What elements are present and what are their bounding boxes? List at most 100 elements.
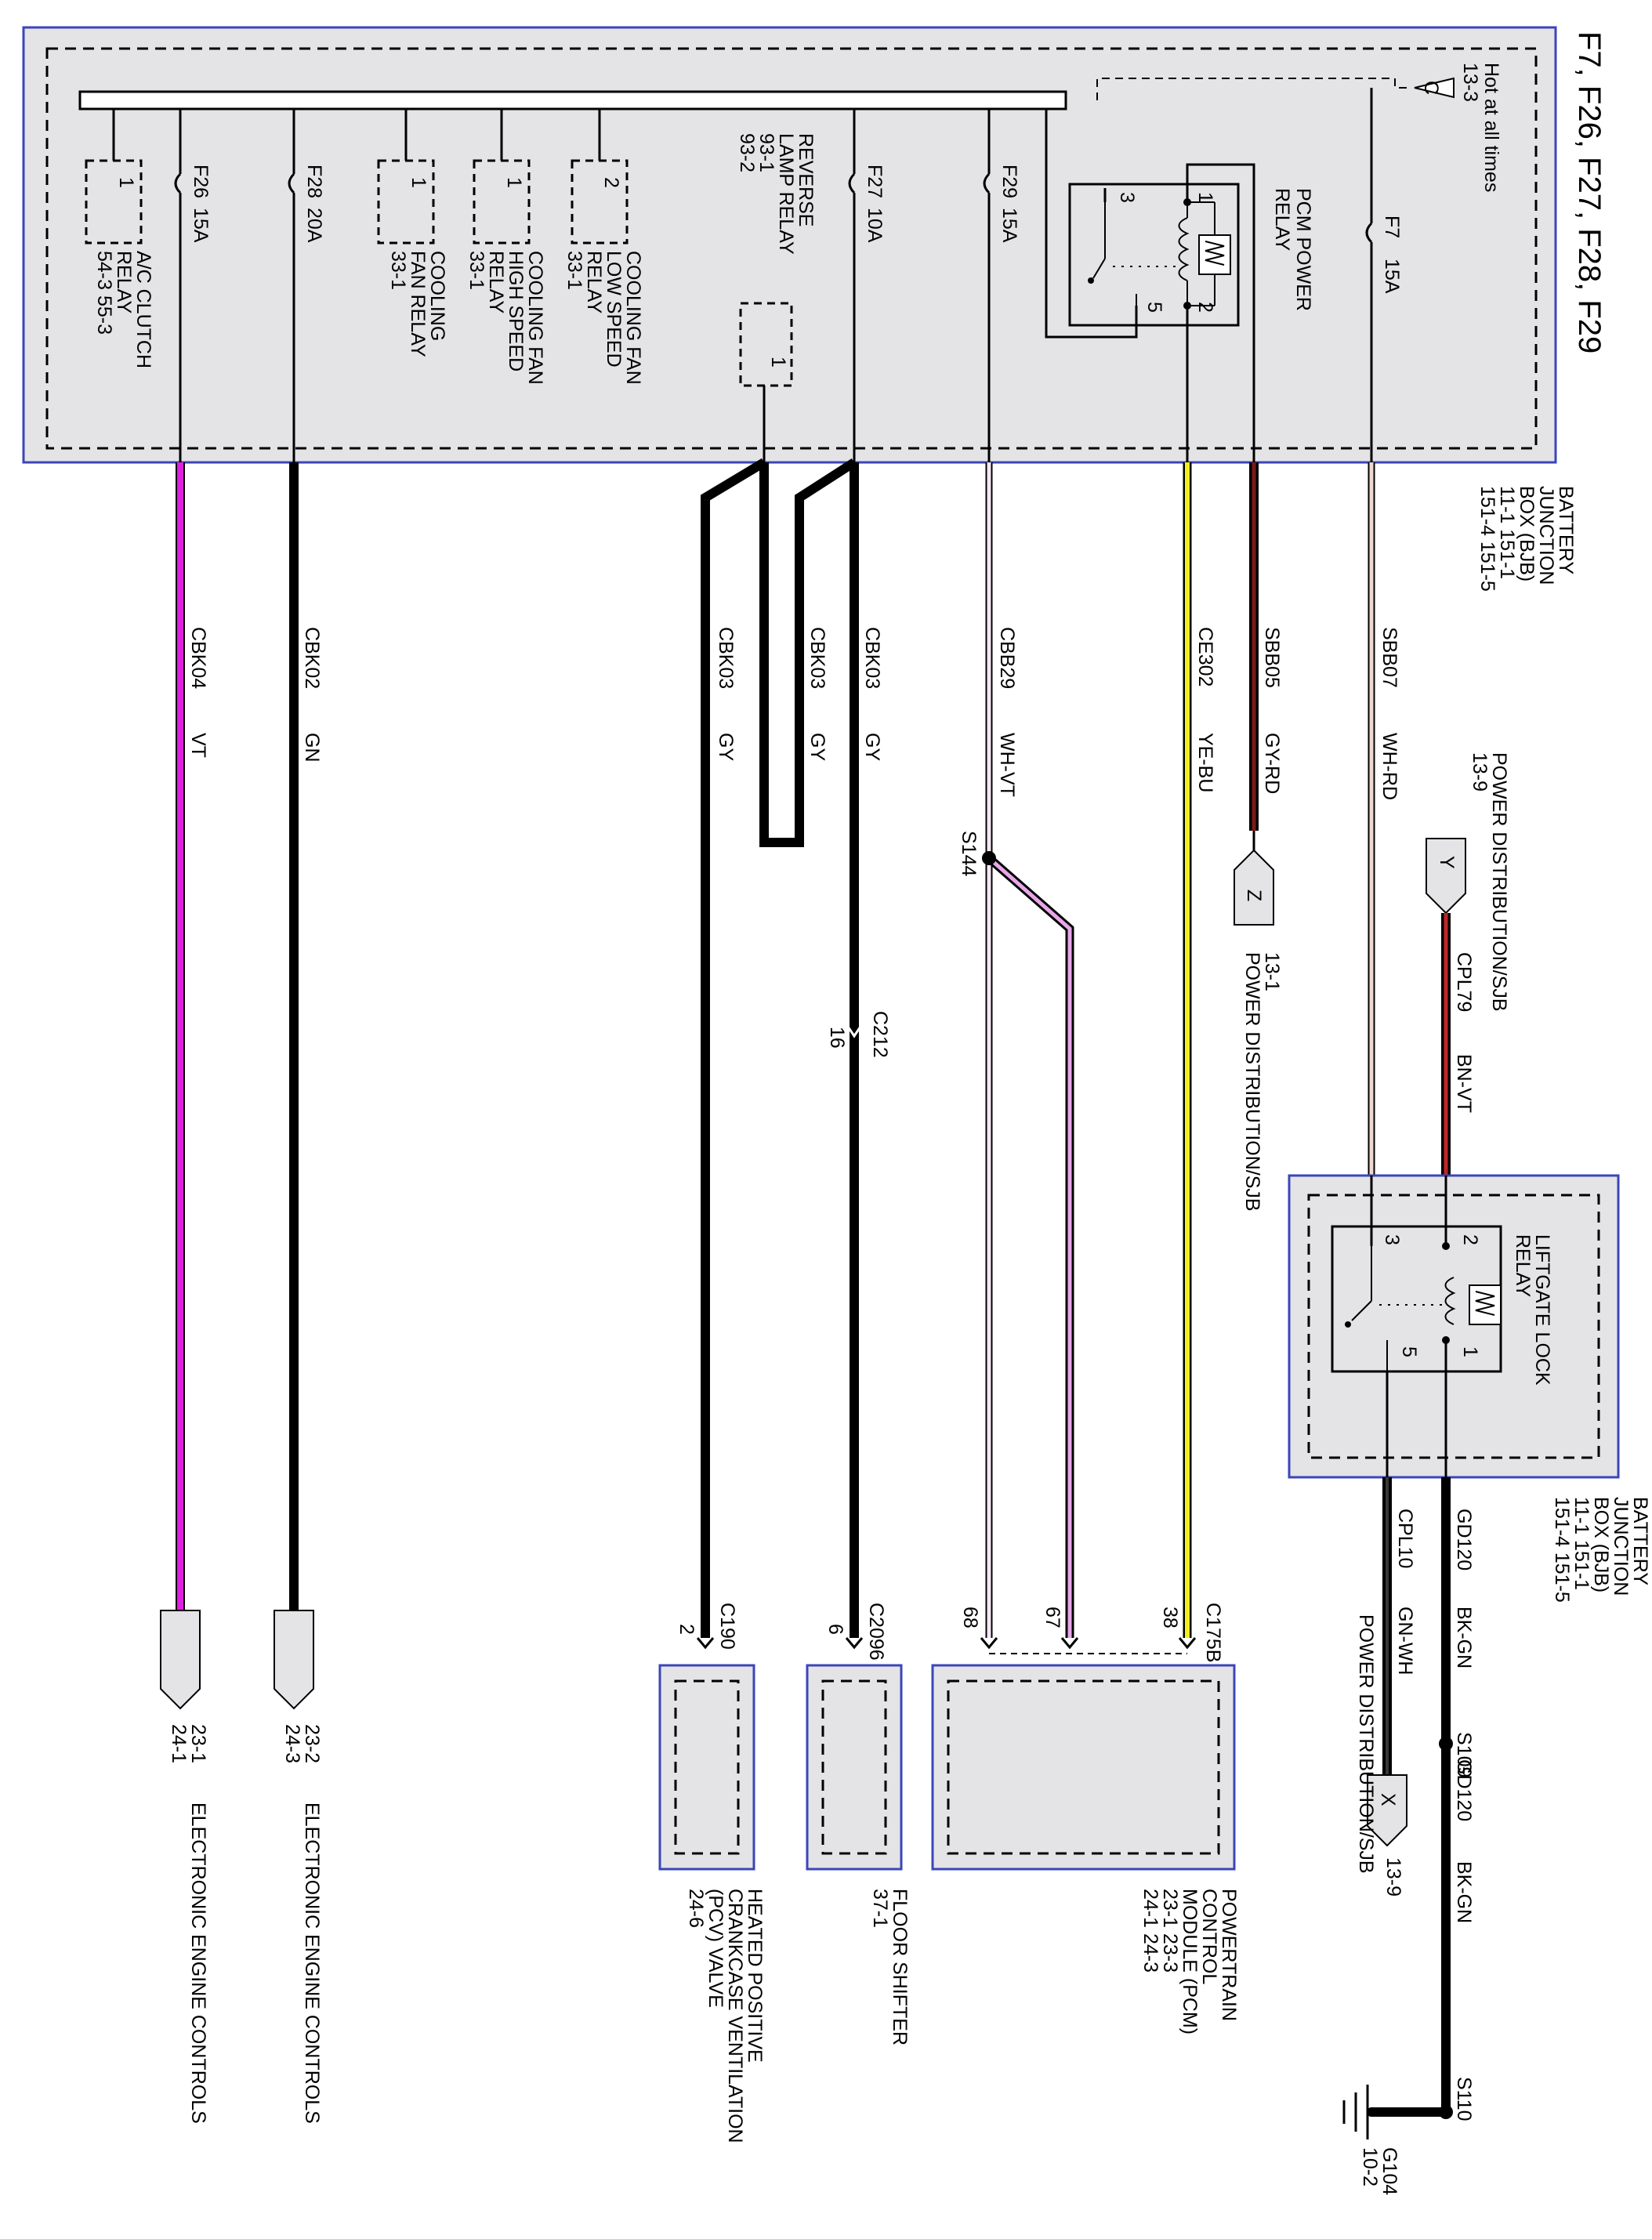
- liftgate-relay-coil-zigzag: [1475, 1291, 1495, 1316]
- pcv-label-4: 24-6: [685, 1889, 707, 1928]
- wire-cbk03-loop: [759, 458, 857, 847]
- reverse-lamp-label-4: 93-2: [736, 133, 758, 172]
- cooling-low-label-2: LOW SPEED: [603, 251, 625, 368]
- eec1-ref-1: 23-2: [301, 1724, 323, 1763]
- wire-sbb07-color: WH-RD: [1378, 733, 1400, 800]
- power-dist-x-label-2: 13-9: [1382, 1857, 1404, 1897]
- wire-cpl10-circuit: CPL10: [1394, 1509, 1416, 1568]
- pcm-pin-68-icon: [980, 1637, 998, 1650]
- liftgate-relay-inductor: [1444, 1277, 1456, 1325]
- pcm-pin-67: 67: [1042, 1607, 1063, 1629]
- liftgate-label-2: RELAY: [1512, 1234, 1534, 1297]
- reverse-lamp-label-2: LAMP RELAY: [775, 133, 797, 255]
- connector-c-letter: C: [1420, 81, 1442, 95]
- liftgate-label-1: LIFTGATE LOCK: [1531, 1234, 1553, 1386]
- pcm-relay-label-2: RELAY: [1271, 188, 1293, 251]
- pcm-relay-coil-zigzag: [1205, 241, 1225, 266]
- ac-clutch-relay-box: [85, 159, 143, 245]
- wire-cbb29-branch: [986, 854, 1074, 1638]
- connector-z-letter: Z: [1243, 889, 1265, 901]
- bjb2-label-2: JUNCTION: [1610, 1497, 1632, 1596]
- ground-icon: [1342, 2085, 1369, 2139]
- pcm-relay-switch-contact: [1088, 277, 1094, 284]
- fuse-f28-id: F28: [303, 165, 325, 198]
- diagram-title: F7, F26, F27, F28, F29: [1572, 31, 1607, 353]
- connector-y-letter: Y: [1436, 856, 1458, 869]
- cooling-fan-label-2: FAN RELAY: [407, 251, 429, 357]
- eec1-label: ELECTRONIC ENGINE CONTROLS: [301, 1802, 323, 2124]
- pcv-connector: C190: [716, 1603, 738, 1650]
- pcm-label-1: POWERTRAIN: [1218, 1889, 1240, 2021]
- bjb2-label-3: BOX (BJB): [1590, 1497, 1612, 1592]
- fuse-f26-rating: 15A: [190, 208, 212, 243]
- c-dashed-bus: [1096, 78, 1407, 102]
- ac-clutch-label-1: A/C CLUTCH: [132, 251, 154, 368]
- wire-cbb29-circuit: CBB29: [996, 627, 1018, 689]
- pcv-pin: 2: [676, 1624, 697, 1635]
- wire-cbk02-circuit: CBK02: [301, 627, 323, 689]
- connector-x-letter: X: [1377, 1793, 1399, 1806]
- wire-ce302-circuit: CE302: [1194, 627, 1216, 687]
- liftgate-relay-sw-contact: [1345, 1321, 1351, 1328]
- reverse-lamp-label-1: REVERSE: [795, 133, 817, 226]
- eec-connector-2-icon: [160, 1610, 201, 1710]
- fuse-f29-rating: 15A: [998, 208, 1020, 243]
- floor-shifter-label-1: FLOOR SHIFTER: [889, 1889, 911, 2045]
- connector-z-icon: [1234, 849, 1274, 926]
- wire-sbb07-circuit: SBB07: [1378, 627, 1400, 688]
- f27-fuse-icon: [848, 172, 856, 194]
- pcm-inner-dashed: [947, 1679, 1220, 1855]
- fuse-f7-rating: 15A: [1381, 259, 1403, 294]
- liftgate-relay-pin-2: 2: [1459, 1234, 1481, 1245]
- pcm-connector-name: C175B: [1202, 1603, 1224, 1662]
- floor-shifter-pin: 6: [824, 1624, 846, 1635]
- reverse-lamp-label-3: 93-1: [755, 133, 777, 172]
- ground-ref: 10-2: [1359, 2147, 1381, 2186]
- bjb-label-5: 151-4 151-5: [1476, 486, 1498, 592]
- wire-cbk03-c-color: GY: [715, 733, 737, 761]
- pcm-pin-38: 38: [1159, 1607, 1181, 1629]
- bjb2-label-5: 151-4 151-5: [1551, 1497, 1573, 1603]
- eec2-label: ELECTRONIC ENGINE CONTROLS: [187, 1802, 209, 2124]
- splice-s144-label: S144: [958, 831, 980, 876]
- splice-s110-label: S110: [1453, 2077, 1475, 2121]
- main-bus-bar: [78, 90, 1067, 111]
- connector-c-icon: [1414, 77, 1455, 99]
- connector-c212-name: C212: [869, 1011, 891, 1058]
- pcm-relay-coil: [1198, 234, 1231, 275]
- power-dist-y-label-1: POWER DISTRIBUTION/SJB: [1488, 752, 1510, 1012]
- liftgate-relay-pin-1: 1: [1459, 1346, 1481, 1357]
- cooling-fan-label-1: COOLING: [426, 251, 448, 341]
- wire-gd120-b-circuit: GD120: [1453, 1759, 1475, 1821]
- wire-cbb29-branch-stripe: [987, 857, 1072, 1638]
- pcm-label-4: 23-1 23-3: [1159, 1889, 1181, 1973]
- cooling-low-label-3: RELAY: [583, 251, 605, 313]
- connector-y-icon: [1426, 838, 1466, 915]
- pcm-box: [931, 1664, 1236, 1871]
- cooling-high-label-2: HIGH SPEED: [505, 251, 527, 371]
- wire-cbk03-a-circuit: CBK03: [861, 627, 883, 689]
- pcv-pin-icon: [696, 1637, 715, 1650]
- liftgate-relay-coil: [1469, 1284, 1502, 1325]
- splice-s144: [982, 851, 996, 865]
- wire-gd120-b-color: BK-GN: [1453, 1861, 1475, 1923]
- pcm-pin-68: 68: [959, 1607, 981, 1629]
- splice-s109-label: S109: [1453, 1732, 1475, 1777]
- cooling-high-label-3: RELAY: [485, 251, 507, 313]
- wire-cbk03-b-circuit: CBK03: [806, 627, 828, 689]
- floor-shifter-dashed: [821, 1679, 887, 1855]
- eec1-ref-2: 24-3: [281, 1724, 303, 1763]
- ac-clutch-label-3: 54-3 55-3: [93, 251, 115, 335]
- bjb-label-3: BOX (BJB): [1516, 486, 1538, 581]
- liftgate-relay-dashed: [1307, 1194, 1600, 1459]
- pcm-relay-switch-arm: [1092, 258, 1106, 279]
- bjb-label-4: 11-1 151-1: [1496, 486, 1518, 579]
- fuse-f29-id: F29: [998, 165, 1020, 198]
- pcm-relay-pin-3: 3: [1116, 192, 1138, 203]
- pcm-pin-38-icon: [1178, 1637, 1197, 1650]
- pcm-relay-wire-3: [1045, 109, 1138, 339]
- ground-dot: [1367, 2107, 1376, 2117]
- hot-line-1: Hot at all times: [1480, 63, 1502, 192]
